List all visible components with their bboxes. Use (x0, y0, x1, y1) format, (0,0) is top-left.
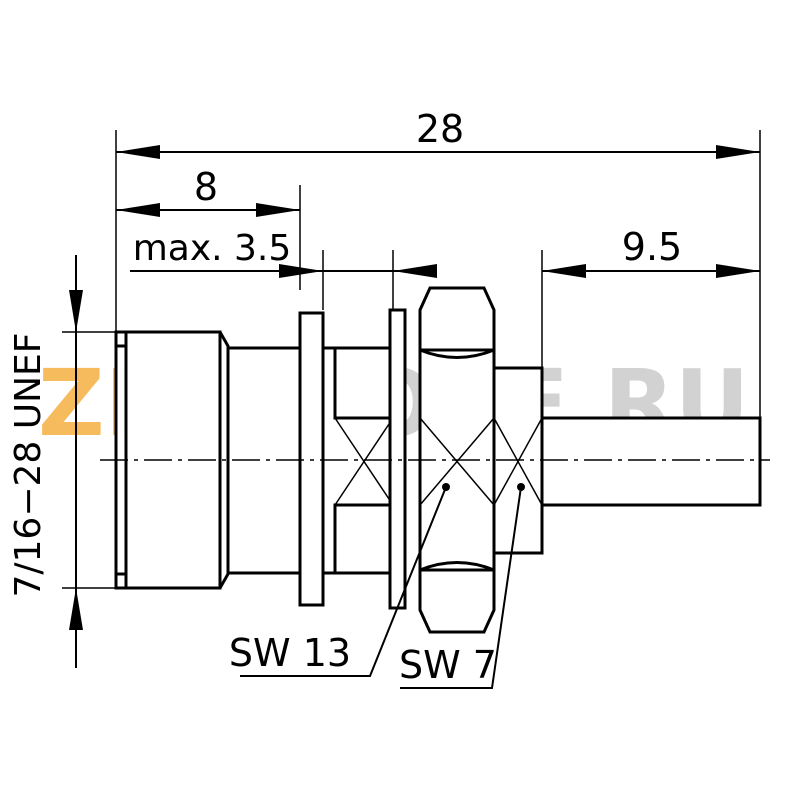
dimension-lines (69, 145, 760, 668)
dim-thread: 7/16−28 UNEF (8, 333, 49, 598)
dim-overall-length: 28 (416, 107, 464, 151)
labels: 28 8 max. 3.5 9.5 7/16−28 UNEF SW 13 SW … (8, 107, 682, 687)
dim-panel-thickness: max. 3.5 (133, 228, 292, 269)
contact-pin (540, 416, 762, 507)
leader-lines (240, 486, 522, 689)
flange (298, 311, 325, 607)
lock-washer (388, 308, 407, 610)
dim-pin-length: 9.5 (622, 225, 682, 269)
dim-front-length: 8 (194, 165, 218, 209)
callout-sw7: SW 7 (399, 643, 497, 687)
callout-sw13: SW 13 (229, 631, 351, 675)
connector-body (100, 286, 770, 634)
